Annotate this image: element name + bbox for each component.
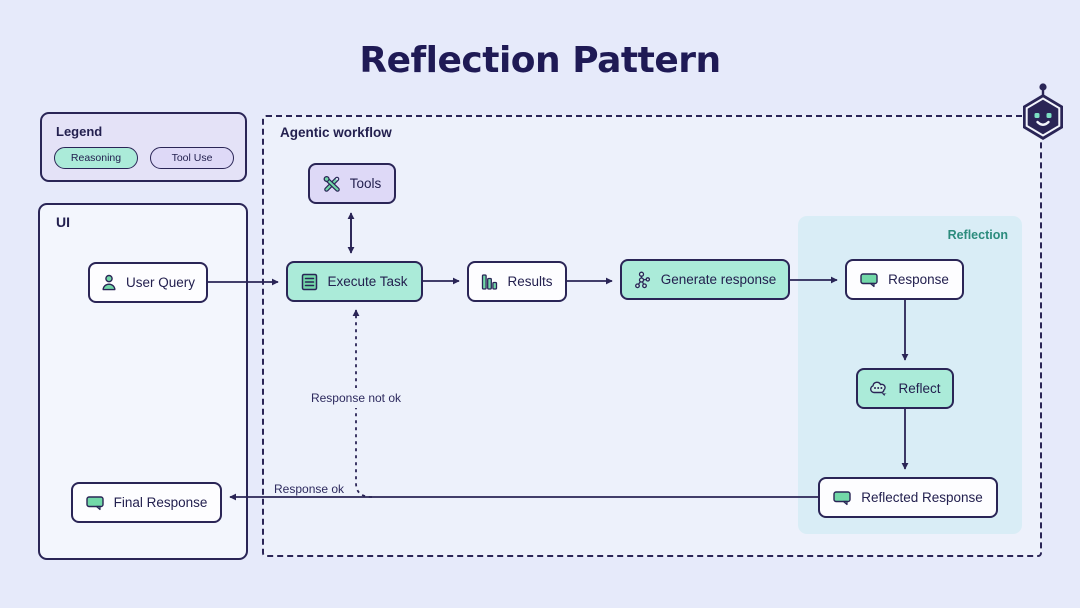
node-label: Response	[888, 272, 949, 287]
node-label: Final Response	[113, 495, 208, 510]
user-icon	[101, 274, 117, 291]
agentic-workflow-title: Agentic workflow	[280, 125, 392, 140]
bar-chart-icon	[481, 273, 498, 291]
page-title: Reflection Pattern	[359, 40, 721, 81]
node-final-response: Final Response	[71, 482, 222, 523]
node-results: Results	[467, 261, 567, 302]
legend-chip-tool-use-label: Tool Use	[171, 152, 213, 164]
node-reflected-response: Reflected Response	[818, 477, 998, 518]
edge-label-response-not-ok: Response not ok	[304, 388, 408, 408]
legend-chip-reasoning-label: Reasoning	[70, 152, 122, 164]
node-user-query: User Query	[88, 262, 208, 303]
node-execute-task: Execute Task	[286, 261, 423, 302]
network-graph-icon	[634, 271, 652, 289]
legend-chip-tool-use: Tool Use	[150, 147, 234, 169]
node-label: Tools	[349, 176, 382, 191]
node-label: Reflect	[898, 381, 941, 396]
node-response: Response	[845, 259, 964, 300]
legend-title: Legend	[56, 124, 103, 139]
node-reflect: Reflect	[856, 368, 954, 409]
node-tools: Tools	[308, 163, 396, 204]
ui-panel-title: UI	[56, 214, 70, 230]
edge-label-response-ok: Response ok	[274, 482, 345, 496]
speech-bubble-icon	[860, 272, 879, 288]
node-label: Execute Task	[327, 274, 408, 289]
node-label: Reflected Response	[861, 490, 983, 505]
speech-bubble-icon	[85, 495, 105, 511]
tools-icon	[323, 175, 341, 193]
robot-icon	[1018, 80, 1068, 149]
speech-bubble-icon	[833, 490, 852, 506]
legend-chip-reasoning: Reasoning	[54, 147, 138, 169]
thought-cloud-icon	[869, 380, 889, 398]
node-label: User Query	[125, 275, 196, 290]
task-list-icon	[301, 273, 318, 291]
node-label: Generate response	[660, 272, 777, 287]
legend-panel: Legend Reasoning Tool Use	[40, 112, 247, 182]
legend-chips: Reasoning Tool Use	[54, 147, 234, 169]
reflection-panel-title: Reflection	[947, 228, 1008, 242]
node-label: Results	[507, 274, 553, 289]
node-generate-response: Generate response	[620, 259, 790, 300]
